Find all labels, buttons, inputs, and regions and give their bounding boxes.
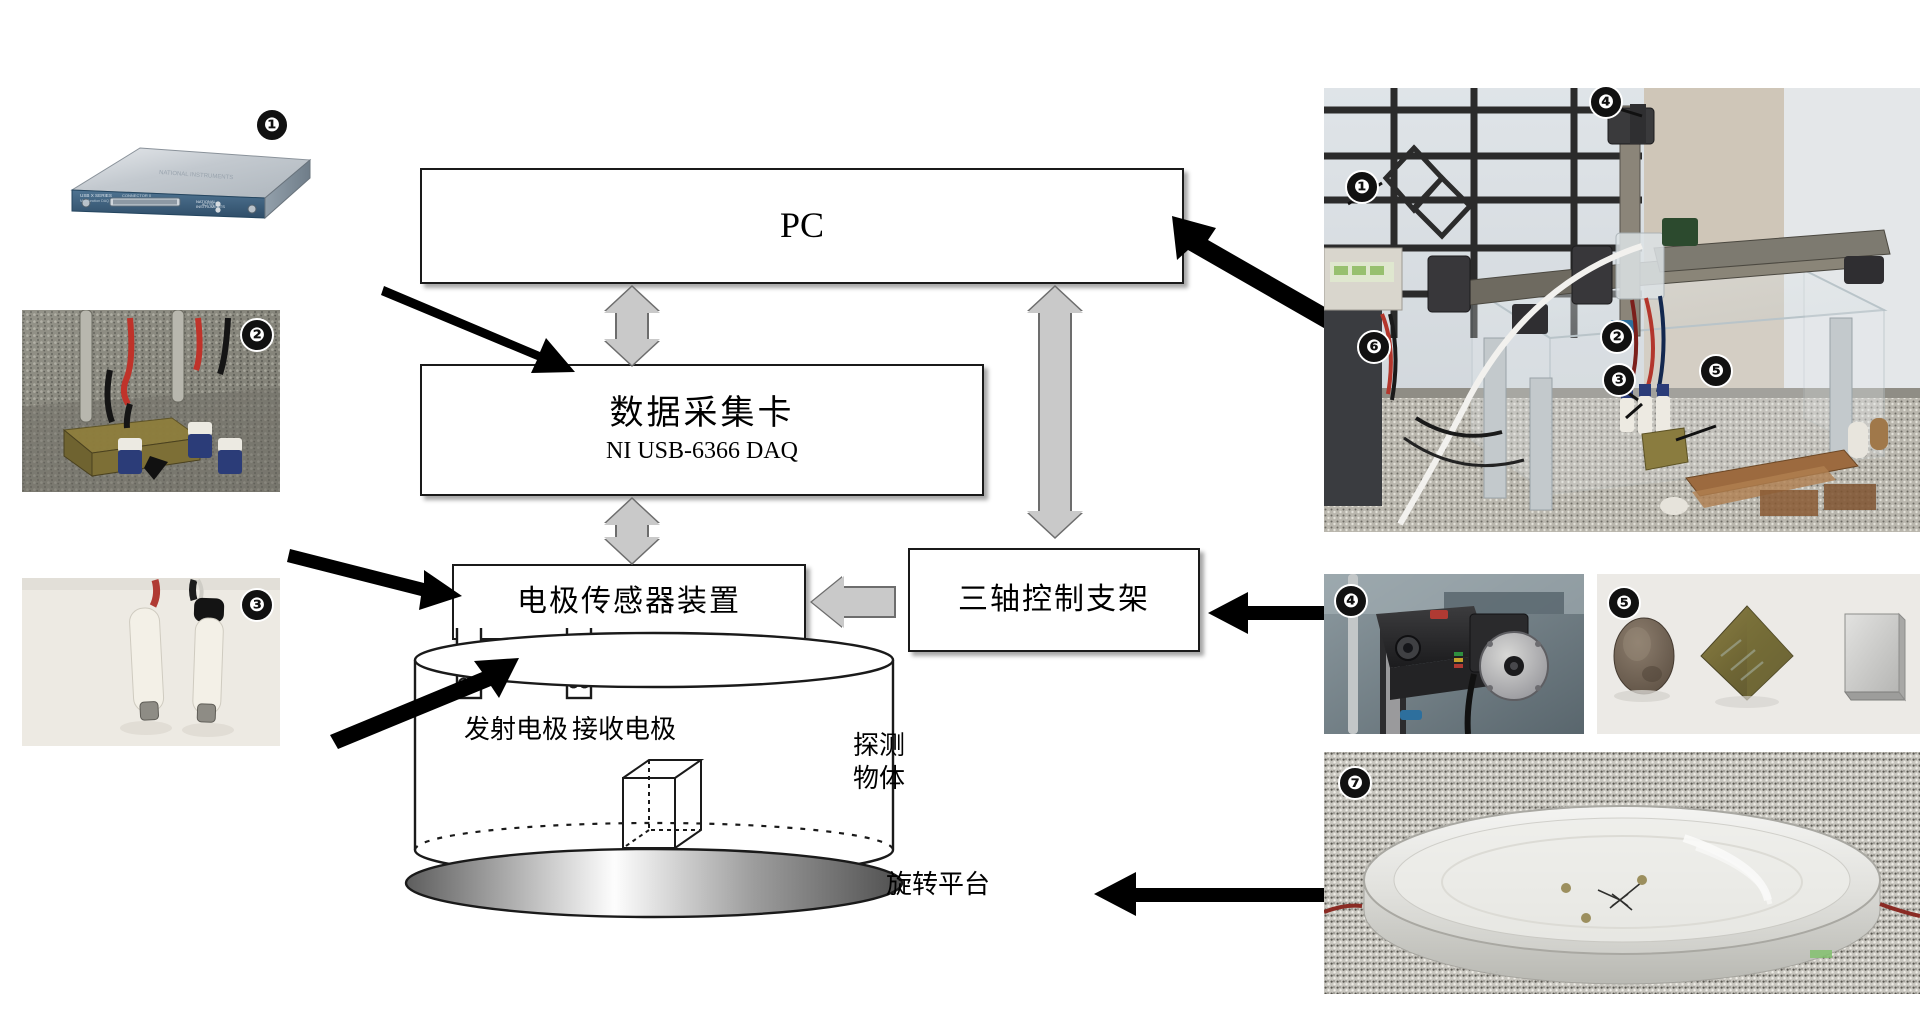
tank-label-detected-object: 探测 物体 <box>853 730 905 795</box>
flow-box-daq-label-zh: 数据采集卡 <box>609 393 795 434</box>
svg-text:ACTIVE: ACTIVE <box>202 203 215 207</box>
electrode-probes-illustration <box>22 578 280 746</box>
svg-text:NATIONAL INSTRUMENTS: NATIONAL INSTRUMENTS <box>159 170 234 181</box>
photo-badge-5-targets: ❺ <box>1607 586 1641 620</box>
double-arrow-pc-stage <box>1038 310 1072 514</box>
double-arrow-pc-daq <box>615 310 649 342</box>
photo-experiment-rig <box>1324 88 1920 532</box>
flow-box-daq-label-en: NI USB-6366 DAQ <box>606 438 798 465</box>
photo-badge-3-electrode-probes: ❸ <box>240 588 274 622</box>
daq-device-illustration: USB X SERIES Multifunction DAQ CONNECTOR… <box>70 147 312 220</box>
arrow-rig-photo-to-sensor-box <box>287 549 462 610</box>
flow-box-pc-label: PC <box>779 205 825 246</box>
target-objects-illustration <box>1597 574 1920 734</box>
arrow-stage-to-sensor <box>842 586 896 618</box>
tank-diagram <box>404 628 904 919</box>
tank-label-rotating-platform: 旋转平台 <box>886 870 991 900</box>
svg-text:CONNECTOR 0: CONNECTOR 0 <box>122 193 152 198</box>
photo-badge-3-rig: ❸ <box>1602 363 1636 397</box>
svg-text:NATIONAL: NATIONAL <box>196 199 216 204</box>
photo-badge-6-rig: ❻ <box>1357 330 1391 364</box>
svg-text:Multifunction DAQ: Multifunction DAQ <box>80 199 109 203</box>
photo-badge-2-rig: ❷ <box>1600 320 1634 354</box>
photo-badge-4-rig: ❹ <box>1589 85 1623 119</box>
tank-label-tx-electrode: 发射电极 <box>464 715 569 745</box>
experiment-rig-illustration <box>1324 88 1920 532</box>
double-arrow-daq-sensor <box>615 522 649 540</box>
flow-box-electrode-sensor[interactable]: 电极传感器装置 <box>452 564 806 640</box>
photo-badge-4-motor: ❹ <box>1334 584 1368 618</box>
arrow-daq-photo-to-box <box>381 286 575 373</box>
photo-electrode-rig <box>22 310 280 492</box>
photo-electrode-probes <box>22 578 280 746</box>
photo-turntable <box>1324 752 1920 994</box>
tank-label-rx-electrode: 接收电极 <box>572 715 677 745</box>
photo-target-objects <box>1597 574 1920 734</box>
flow-box-three-axis-stage[interactable]: 三轴控制支架 <box>908 548 1200 652</box>
electrode-rig-illustration <box>22 310 280 492</box>
tank-label-detected-object-line2: 物体 <box>853 763 906 794</box>
photo-badge-5-rig: ❺ <box>1699 354 1733 388</box>
svg-text:USB X SERIES: USB X SERIES <box>80 193 112 198</box>
photo-badge-1-daq: ❶ <box>255 108 289 142</box>
flow-box-pc[interactable]: PC <box>420 168 1184 284</box>
turntable-illustration <box>1324 752 1920 994</box>
photo-badge-7-turntable: ❼ <box>1338 766 1372 800</box>
flow-box-electrode-sensor-label: 电极传感器装置 <box>517 583 741 619</box>
flow-box-daq[interactable]: 数据采集卡 NI USB-6366 DAQ <box>420 364 984 496</box>
flow-box-three-axis-stage-label: 三轴控制支架 <box>958 581 1150 617</box>
photo-badge-1-rig: ❶ <box>1345 170 1379 204</box>
tank-label-detected-object-line1: 探测 <box>853 731 906 761</box>
svg-text:INSTRUMENTS: INSTRUMENTS <box>196 204 225 209</box>
photo-badge-2-electrode-rig: ❷ <box>240 318 274 352</box>
stepper-motor-illustration <box>1324 574 1584 734</box>
